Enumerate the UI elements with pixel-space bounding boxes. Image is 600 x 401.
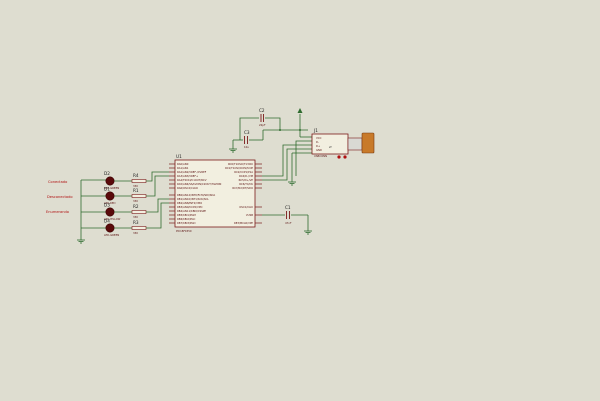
led-d2-part: LED-GREEN [104, 186, 119, 190]
mcu-pin-label: RC0/T1OSO/T13CKI [228, 162, 253, 166]
usb-data-wires [262, 144, 312, 181]
resistor-r3-ref: R3 [133, 220, 139, 225]
led-d4-part: LED-GREEN [104, 233, 119, 237]
mcu-pin-label: RA6/OSC2/CLKO [177, 186, 198, 190]
mcu-pin-label: RB7/KBI3/PGD [177, 221, 195, 225]
mcu-pin-label: RB2/AN8/INT2/VMO [177, 201, 202, 205]
capacitor-c2[interactable]: C2 22pF [259, 108, 266, 127]
mcu-ref: U1 [176, 154, 182, 159]
mcu-pin-label: RB6/KBI2/PGC [177, 217, 195, 221]
usb-part: USBCONN [314, 154, 327, 158]
mcu-pin-label: RB3/AN9/CCP2/VPO [177, 205, 202, 209]
usb-pin-label: VCC [316, 136, 322, 140]
usb-indicator-icon [343, 155, 347, 159]
mcu-pin-label: RB0/AN12/INT0/FLT0/SDI/SDA [177, 193, 215, 197]
usb-plug-icon [361, 132, 375, 154]
resistor-mcu-wires [146, 171, 169, 229]
usb-pin-label: D+ [316, 144, 320, 148]
mcu-pin-label: VUSB [246, 213, 253, 217]
capacitor-c1[interactable]: C1 47nF [285, 205, 292, 225]
vusb-wires [262, 214, 312, 235]
microcontroller-u1[interactable]: U1 PIC18F4550 RA0/AN0 RA1/AN1 RA2/AN2/VR… [174, 154, 256, 233]
mcu-pin-label: RA5/AN4/SS/LVDIN/C2OUT/HLVDIN [177, 182, 221, 186]
mcu-pin-stubs [169, 163, 262, 224]
capacitor-c1-ref: C1 [285, 205, 291, 210]
mcu-pin-label: RC5/D+/VP [239, 178, 254, 182]
led-d1-part: LED-RED [104, 201, 115, 205]
resistor-r1-value: 330 [133, 199, 138, 203]
resistor-r2-ref: R2 [133, 204, 139, 209]
resistor-r4[interactable]: R4 330 [131, 173, 147, 188]
mcu-left-pin-labels: RA0/AN0 RA1/AN1 RA2/AN2/VREF-/CVREF RA3/… [177, 162, 221, 225]
net-label-enumerando: Enumerando [46, 210, 69, 214]
mcu-pin-label: RC6/TX/CK [239, 182, 253, 186]
net-label-conectado: Conectado [48, 180, 67, 184]
usb-ref: J1 [313, 128, 318, 133]
resistor-r1[interactable]: R1 330 [131, 188, 147, 203]
led-d2-ref: D2 [104, 171, 110, 176]
mcu-pin-label: RB1/AN10/INT1/SCK/SCL [177, 197, 209, 201]
usb-pin-label: D- [316, 140, 319, 144]
led-resistor-wires [114, 180, 132, 229]
junction-dot [299, 129, 301, 131]
capacitor-c1-value: 47nF [285, 221, 292, 225]
junction-dot [279, 129, 281, 131]
resistor-r2[interactable]: R2 330 [131, 204, 147, 219]
led-d1-ref: D1 [104, 187, 110, 192]
mcu-pin-label: RA4/T0CKI/C1OUT/RCV [177, 178, 207, 182]
mcu-pin-label: RA2/AN2/VREF-/CVREF [177, 170, 207, 174]
mcu-pin-label: RC2/CCP1/P1A [234, 170, 253, 174]
power-arrow-icon [297, 108, 303, 113]
usb-indicator-icon [337, 155, 341, 159]
mcu-right-pin-labels: RC0/T1OSO/T13CKI RC1/T1OSI/CCP2/UOE RC2/… [225, 162, 253, 225]
led-ground-wires [80, 179, 110, 240]
mcu-pin-label: RC4/D-/VM [239, 174, 253, 178]
mcu-pin-label: RB5/KBI1/PGM [177, 213, 196, 217]
net-label-desconectado: Desconectado [47, 195, 73, 199]
resistor-r2-value: 330 [133, 215, 138, 219]
mcu-pin-label: RB4/AN11/KBI0/CSSPP [177, 209, 206, 213]
mcu-pin-label: RA3/AN3/VREF+ [177, 174, 198, 178]
usb-symbol-icon: ⇌ [329, 145, 332, 149]
capacitor-c2-ref: C2 [259, 108, 265, 113]
led-d4-ref: D4 [104, 219, 110, 224]
led-d3-part: LED-YELLOW [104, 217, 121, 221]
resistor-r3[interactable]: R3 330 [131, 220, 147, 235]
mcu-pin-label: RA0/AN0 [177, 162, 189, 166]
resistor-r4-ref: R4 [133, 173, 139, 178]
ground-symbol-left [77, 239, 85, 244]
mcu-part: PIC18F4550 [176, 229, 192, 233]
mcu-pin-label: RE3/MCLR/VPP [234, 221, 253, 225]
capacitor-c3-value: 10u [244, 145, 249, 149]
mcu-pin-label: RA1/AN1 [177, 166, 189, 170]
resistor-r1-ref: R1 [133, 188, 139, 193]
mcu-pin-label: OSC1/CLKI [239, 205, 253, 209]
mcu-pin-label: RC1/T1OSI/CCP2/UOE [225, 166, 253, 170]
power-rail-wires [232, 114, 312, 176]
ground-symbol-c3 [229, 148, 237, 153]
usb-pin-label: GND [316, 148, 322, 152]
usb-connector-j1[interactable]: J1 USBCONN VCC D- D+ GND ⇌ [311, 128, 375, 159]
resistor-r3-value: 330 [133, 231, 138, 235]
capacitor-c2-value: 22pF [259, 123, 266, 127]
mcu-pin-label: RC7/RX/DT/SDO [232, 186, 253, 190]
resistor-r4-value: 330 [133, 184, 138, 188]
capacitor-c3-ref: C3 [244, 130, 250, 135]
usb-ground-wires [288, 152, 312, 186]
led-d3-ref: D3 [104, 203, 110, 208]
capacitor-c3[interactable]: C3 10u [244, 130, 250, 149]
